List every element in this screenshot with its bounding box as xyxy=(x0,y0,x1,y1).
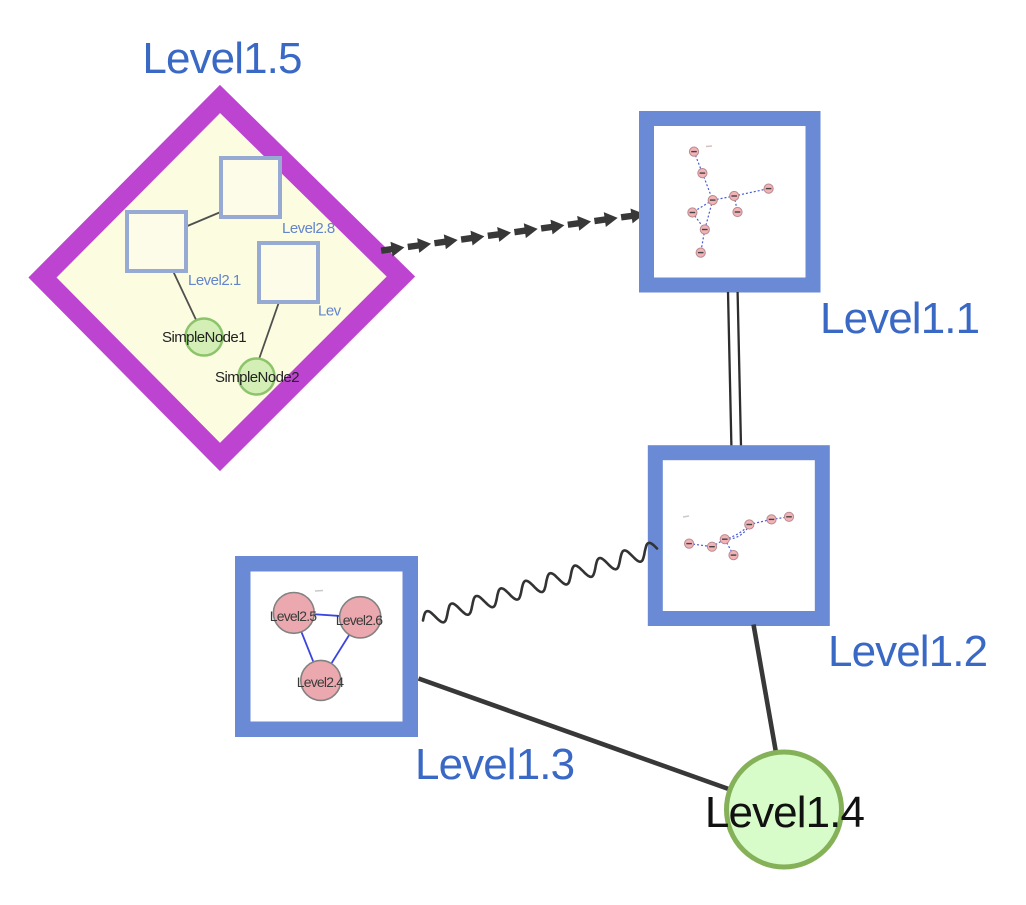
svg-text:Level1.4: Level1.4 xyxy=(705,788,865,837)
svg-text:Level2.8: Level2.8 xyxy=(282,220,335,237)
svg-text:SimpleNode1: SimpleNode1 xyxy=(162,329,246,346)
svg-text:Level1.1: Level1.1 xyxy=(820,294,979,343)
svg-text:Level1.2: Level1.2 xyxy=(828,627,987,676)
svg-text:Lev: Lev xyxy=(318,303,342,320)
svg-text:SimpleNode2: SimpleNode2 xyxy=(215,369,299,386)
svg-text:Level1.5: Level1.5 xyxy=(142,34,301,83)
svg-text:Level2.4: Level2.4 xyxy=(297,674,345,690)
svg-text:Level1.3: Level1.3 xyxy=(415,740,574,789)
svg-text:Level2.1: Level2.1 xyxy=(188,272,241,289)
svg-text:Level2.6: Level2.6 xyxy=(336,612,384,628)
svg-text:Level2.5: Level2.5 xyxy=(270,608,318,624)
